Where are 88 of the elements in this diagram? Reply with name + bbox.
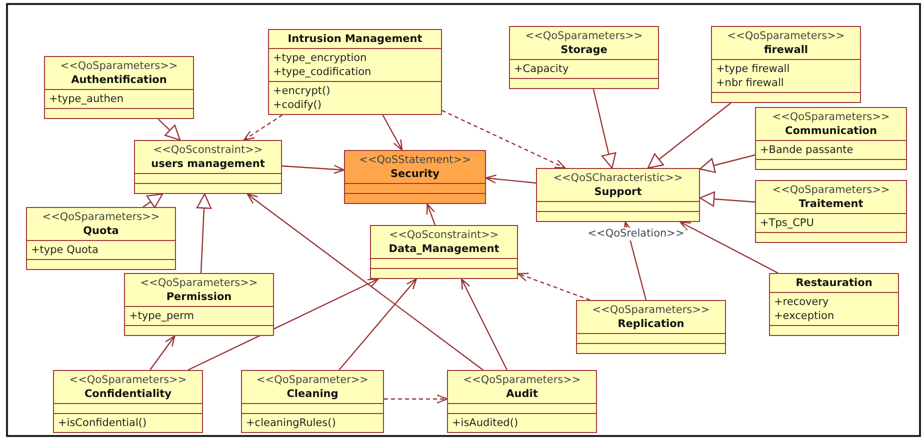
class-box <box>134 140 282 194</box>
method-text: +cleaningRules() <box>246 416 337 430</box>
stereotype-label: <<QoSparameters>> <box>68 373 188 387</box>
association-arrow <box>282 164 345 174</box>
class-name: users management <box>150 157 266 171</box>
class-box <box>711 26 861 103</box>
class-box <box>447 370 597 433</box>
class-box <box>536 168 700 222</box>
stereotype-label: <<QoSconstraint>> <box>152 143 264 157</box>
class-box <box>124 273 274 336</box>
class-name: Permission <box>165 290 233 304</box>
class-box <box>53 370 203 433</box>
class-name: Restauration <box>794 276 874 290</box>
attribute-text: +type firewall <box>716 62 791 76</box>
stereotype-label: <<QoSparameters>> <box>524 29 644 43</box>
edge-label: <<QoSrelation>> <box>586 228 686 240</box>
class-box <box>26 207 176 270</box>
generalization-arrow <box>142 193 164 208</box>
stereotype-label: <<QoSparameters>> <box>139 276 259 290</box>
stereotype-label: <<QoSStatement>> <box>358 153 472 167</box>
generalization-arrow <box>196 193 212 274</box>
class-box <box>370 225 518 279</box>
class-box <box>769 273 899 336</box>
class-name: Communication <box>784 124 878 138</box>
dependency-arrow <box>442 110 566 169</box>
attribute-text: +type Quota <box>31 243 100 257</box>
attribute-text: +Tps_CPU <box>760 216 815 230</box>
class-name: Authentification <box>70 73 168 87</box>
association-arrow <box>338 278 417 370</box>
class-name: Replication <box>616 317 686 331</box>
attribute-text: +Bande passante <box>760 143 854 157</box>
attribute-text: +nbr firewall <box>716 76 785 90</box>
dependency-arrow <box>384 394 448 404</box>
attribute-text: +recovery <box>774 295 830 309</box>
class-box <box>241 370 384 433</box>
class-name: Storage <box>560 43 608 57</box>
method-text: +codify() <box>273 98 322 112</box>
class-box <box>509 26 659 89</box>
association-arrow <box>188 278 379 371</box>
class-box <box>576 300 726 354</box>
stereotype-label: <<QoSparameters>> <box>462 373 582 387</box>
attribute-text: +type_perm <box>129 309 195 323</box>
class-name: Audit <box>505 387 539 401</box>
class-box <box>268 29 442 115</box>
stereotype-label: <<QoSparameters>> <box>726 29 846 43</box>
association-arrow <box>680 221 778 274</box>
attribute-text: +type_codification <box>273 65 372 79</box>
stereotype-label: <<QoSparameters>> <box>41 210 161 224</box>
class-name: Support <box>593 185 643 199</box>
class-name: firewall <box>762 43 810 57</box>
attribute-text: +exception <box>774 309 836 323</box>
stereotype-label: <<QoSparameters>> <box>591 303 711 317</box>
association-arrow <box>460 278 508 370</box>
attribute-text: +Capacity <box>514 62 570 76</box>
generalization-arrow <box>647 102 732 169</box>
class-name: Traitement <box>798 197 864 211</box>
class-name: Intrusion Management <box>286 32 424 46</box>
generalization-arrow <box>158 118 181 141</box>
class-name: Confidentiality <box>83 387 173 401</box>
dependency-arrow <box>517 272 590 301</box>
stereotype-label: <<QoSparameters>> <box>59 59 179 73</box>
stereotype-label: <<QoSparameters>> <box>771 110 891 124</box>
class-box <box>344 150 486 204</box>
dependency-arrow <box>243 114 283 141</box>
attribute-text: +type_encryption <box>273 51 368 65</box>
class-name: Quota <box>82 224 120 238</box>
attribute-text: +type_authen <box>49 92 124 106</box>
method-text: +isConfidential() <box>58 416 148 430</box>
generalization-arrow <box>699 154 756 173</box>
stereotype-label: <<QoSparameters>> <box>771 183 891 197</box>
class-name: Data_Management <box>388 242 500 256</box>
method-text: +isAudited() <box>452 416 520 430</box>
stereotype-label: <<QoSconstraint>> <box>388 228 500 242</box>
stereotype-label: <<QoSparameter>> <box>256 373 370 387</box>
class-name: Cleaning <box>286 387 340 401</box>
class-box <box>755 107 907 170</box>
stereotype-label: <<QoSCharacteristic>> <box>552 171 684 185</box>
association-arrow <box>426 203 436 226</box>
method-text: +encrypt() <box>273 84 332 98</box>
association-arrow <box>382 114 403 151</box>
class-box <box>755 180 907 243</box>
generalization-arrow <box>592 88 616 169</box>
class-name: Security <box>389 167 441 181</box>
association-arrow <box>246 193 484 370</box>
association-arrow <box>485 174 536 184</box>
association-arrow <box>150 335 176 370</box>
class-box <box>44 56 194 119</box>
generalization-arrow <box>699 191 756 207</box>
